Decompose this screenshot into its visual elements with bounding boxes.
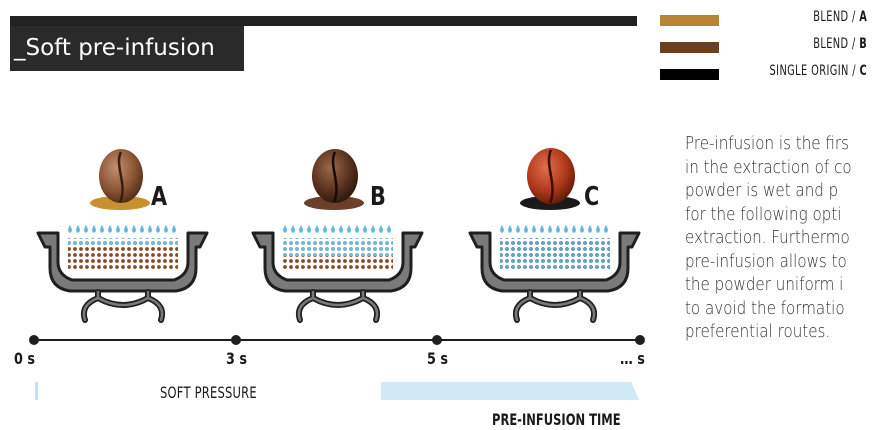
tick-label-3s: 3 s	[226, 349, 247, 368]
water-drops-b	[283, 225, 391, 233]
bean-label-b: B	[370, 182, 386, 212]
station-b	[253, 149, 422, 320]
preinfusion-time-bar	[381, 382, 639, 400]
coffee-puck-c-wet	[500, 238, 610, 270]
timeline-dot-0	[29, 335, 39, 345]
station-c	[470, 148, 639, 320]
bean-label-c: C	[584, 182, 599, 212]
water-drops-a	[68, 225, 176, 233]
tick-label-0s: 0 s	[14, 349, 35, 368]
tick-label-5s: 5 s	[427, 349, 448, 368]
station-a	[38, 149, 207, 320]
timeline-dot-end	[635, 335, 645, 345]
soft-pressure-label: SOFT PRESSURE	[160, 383, 257, 402]
coffee-puck-a-wet	[68, 238, 178, 246]
coffee-puck-b-wet	[283, 238, 393, 256]
soft-pressure-marker	[35, 382, 38, 400]
water-drops-c	[500, 225, 608, 233]
bean-label-a: A	[151, 182, 167, 212]
timeline-dot-3	[231, 335, 241, 345]
tick-label-end: … s	[620, 349, 645, 368]
timeline-dot-5	[432, 335, 442, 345]
preinfusion-time-label: PRE-INFUSION TIME	[492, 410, 621, 429]
